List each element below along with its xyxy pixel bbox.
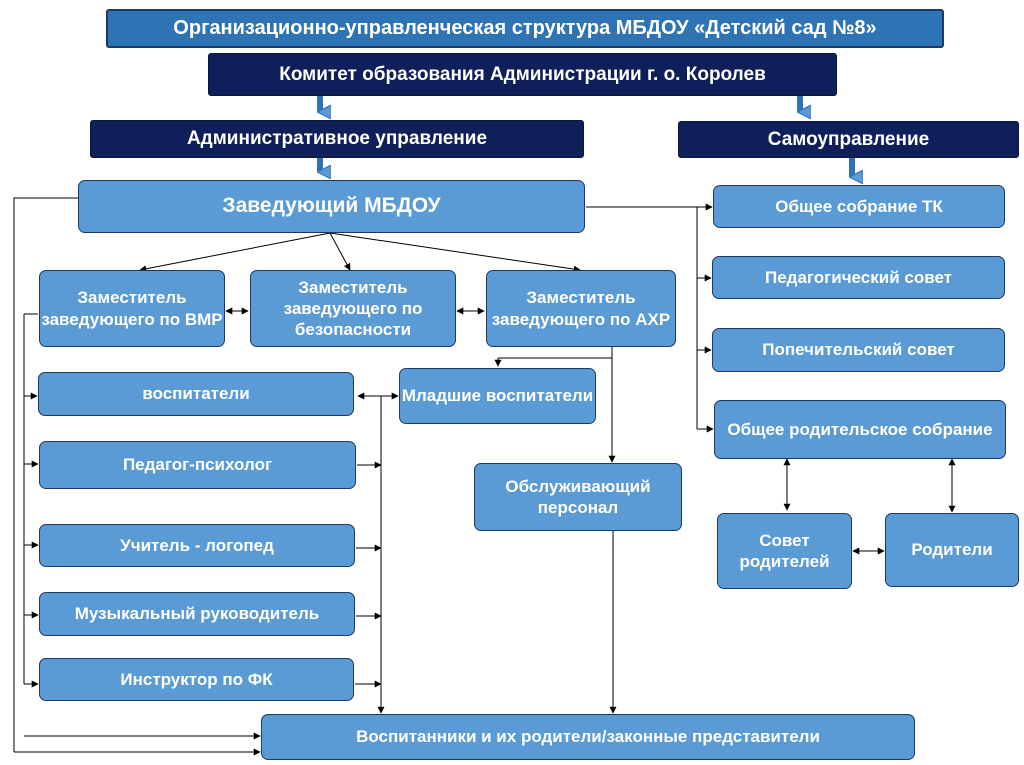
pupils-parents-box: Воспитанники и их родители/законные пред… (261, 714, 915, 760)
music-director-box: Музыкальный руководитель (39, 592, 355, 636)
trustee-council-box: Попечительский совет (712, 328, 1005, 372)
junior-educators-box: Младшие воспитатели (399, 368, 596, 424)
diagram-title: Организационно-управленческая структура … (106, 9, 944, 48)
committee-box: Комитет образования Администрации г. о. … (208, 53, 837, 96)
pe-instructor-box: Инструктор по ФК (39, 658, 354, 701)
parent-council-box: Совет родителей (717, 513, 852, 589)
ped-council-box: Педагогический совет (712, 256, 1005, 299)
educators-box: воспитатели (38, 372, 354, 416)
parents-box: Родители (885, 513, 1019, 587)
deputy-ahr-box: Заместитель заведующего по АХР (486, 270, 676, 347)
self-branch-box: Самоуправление (678, 121, 1019, 158)
psychologist-box: Педагог-психолог (39, 441, 356, 489)
deputy-vmr-box: Заместитель заведующего по ВМР (39, 270, 225, 347)
service-staff-box: Обслуживающий персонал (474, 463, 682, 531)
general-meeting-box: Общее собрание ТК (713, 185, 1005, 228)
speech-therapist-box: Учитель - логопед (39, 524, 355, 567)
parent-meeting-box: Общее родительское собрание (714, 400, 1006, 459)
head-box: Заведующий МБДОУ (78, 180, 585, 233)
deputy-safety-box: Заместитель заведующего по безопасности (250, 270, 456, 347)
admin-branch-box: Административное управление (90, 120, 584, 158)
